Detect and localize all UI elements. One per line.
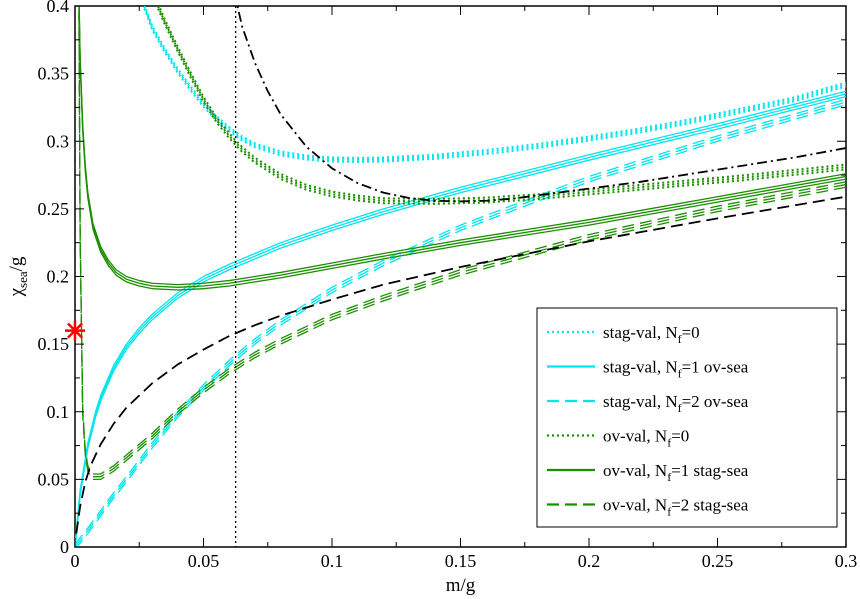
series-reference-6 [236, 6, 846, 203]
axis-ticks: 0 0.05 0.1 0.15 0.2 0.25 0.3 0 0.05 0.1 0.15 0.2 0.2… [38, 0, 858, 571]
y-axis-label: χsea/g [6, 256, 30, 297]
series-line [75, 98, 846, 545]
x-tick-label: 0.15 [445, 551, 477, 571]
series-line [75, 95, 846, 547]
y-tick-label: 0.15 [38, 334, 70, 354]
x-tick-label: 0.25 [702, 551, 734, 571]
series-stag-val-nf-2-ov-sea [75, 98, 846, 547]
series-line [75, 195, 846, 534]
series-reference-7 [75, 195, 846, 534]
legend: stag-val, Nf=0 stag-val, Nf=1 ov-sea stag-… [536, 307, 838, 528]
series-ov-val-nf-0 [155, 6, 846, 205]
series-layer [75, 6, 846, 547]
series-stag-val-nf-0 [142, 6, 846, 163]
series-line [142, 6, 846, 163]
legend-item-ov-val-nf-2-stag-sea: ov-val, Nf=2 stag-sea [547, 496, 749, 519]
series-line [143, 6, 846, 159]
legend-label: stag-val, Nf=2 ov-sea [603, 392, 749, 415]
legend-label: stag-val, Nf=0 [603, 323, 700, 346]
series-line [75, 90, 846, 545]
series-line [75, 101, 846, 547]
series-line [143, 6, 846, 161]
x-tick-label: 0.05 [188, 551, 220, 571]
y-tick-label: 0.4 [47, 0, 70, 16]
legend-item-ov-val-nf-0: ov-val, Nf=0 [547, 427, 689, 450]
series-line [156, 6, 846, 203]
marker-layer [65, 320, 85, 341]
y-tick-label: 0.1 [47, 402, 70, 422]
series-line [76, 104, 846, 547]
legend-label: ov-val, Nf=1 stag-sea [603, 461, 749, 484]
legend-label: stag-val, Nf=1 ov-sea [603, 358, 749, 381]
series-line [78, 6, 846, 475]
series-line [75, 93, 846, 547]
legend-label: ov-val, Nf=0 [603, 427, 689, 450]
marker-stroke [67, 322, 83, 339]
legend-item-stag-val-nf-0: stag-val, Nf=0 [547, 323, 700, 346]
legend-box [536, 307, 838, 528]
series-line [236, 6, 846, 203]
series-ov-val-nf-2-stag-sea [78, 6, 846, 481]
y-axis-label-rest: /g [6, 256, 27, 271]
y-tick-label: 0.25 [38, 199, 70, 219]
y-tick-label: 0.2 [47, 267, 70, 287]
series-line [157, 6, 846, 201]
series-line [155, 6, 846, 205]
y-tick-label: 0 [60, 537, 69, 557]
series-ov-val-nf-1-stag-sea [78, 6, 846, 291]
x-tick-label: 0.3 [835, 551, 858, 571]
x-tick-label: 0.2 [578, 551, 601, 571]
x-tick-label: 0 [71, 551, 80, 571]
series-line [78, 6, 846, 478]
x-tick-label: 0.1 [321, 551, 344, 571]
y-tick-label: 0.35 [38, 64, 70, 84]
legend-label: ov-val, Nf=2 stag-sea [603, 496, 749, 519]
legend-item-stag-val-nf-1-ov-sea: stag-val, Nf=1 ov-sea [547, 358, 749, 381]
series-line [78, 6, 846, 286]
legend-item-ov-val-nf-1-stag-sea: ov-val, Nf=1 stag-sea [547, 461, 749, 484]
asterisk-marker [65, 320, 85, 341]
y-tick-label: 0.05 [38, 469, 70, 489]
y-axis-label-main: χ [6, 287, 27, 297]
y-axis-label-subscript: sea [15, 271, 30, 288]
x-axis-label: m/g [446, 575, 476, 596]
series-stag-val-nf-1-ov-sea [75, 90, 846, 547]
legend-item-stag-val-nf-2-ov-sea: stag-val, Nf=2 ov-sea [547, 392, 749, 415]
series-line [78, 6, 846, 481]
y-tick-label: 0.3 [47, 131, 70, 151]
